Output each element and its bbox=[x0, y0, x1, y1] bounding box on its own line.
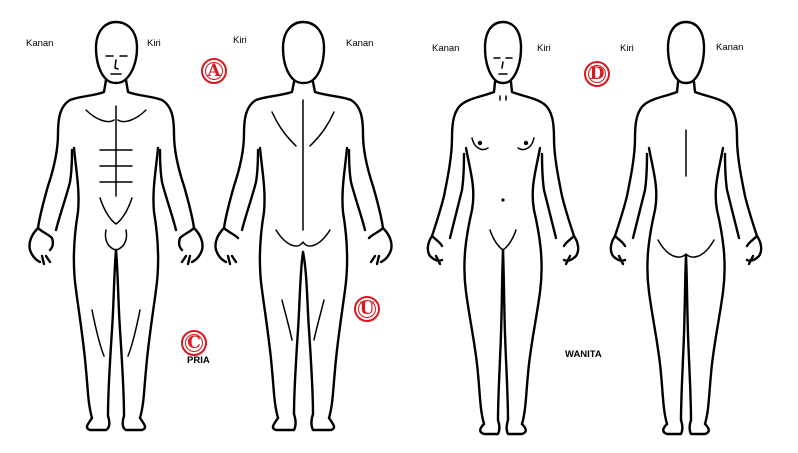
female-front-right-label: Kanan bbox=[432, 43, 460, 54]
female-back-right-label: Kanan bbox=[716, 42, 744, 53]
male-front-figure bbox=[28, 20, 204, 432]
badge-u-letter: U bbox=[359, 298, 375, 319]
female-front-left-label: Kiri bbox=[537, 43, 551, 54]
female-back-left-label: Kiri bbox=[620, 43, 634, 54]
badge-d-letter: D bbox=[589, 63, 605, 84]
male-front-right-label: Kanan bbox=[26, 38, 54, 49]
badge-a: A bbox=[201, 58, 227, 84]
female-front-figure bbox=[426, 20, 580, 436]
male-back-figure bbox=[214, 20, 393, 432]
male-front-left-label: Kiri bbox=[147, 38, 161, 49]
gender-female-label: WANITA bbox=[565, 349, 602, 360]
male-back-left-label: Kiri bbox=[233, 35, 247, 46]
female-back-figure bbox=[609, 20, 763, 436]
male-back-right-label: Kanan bbox=[346, 38, 374, 49]
badge-u: U bbox=[354, 296, 380, 322]
badge-c: C bbox=[181, 330, 207, 356]
badge-a-letter: A bbox=[207, 60, 221, 81]
gender-male-label: PRIA bbox=[187, 355, 210, 366]
badge-c-letter: C bbox=[187, 332, 201, 353]
badge-d: D bbox=[584, 61, 610, 87]
